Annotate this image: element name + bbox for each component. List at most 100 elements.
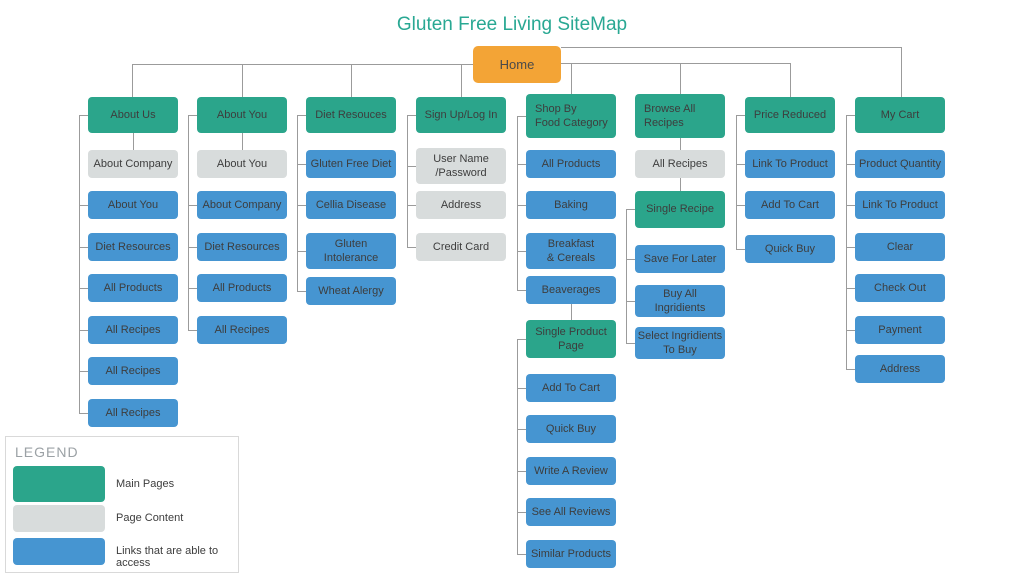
node-c7-price-reduced: Price Reduced <box>745 97 835 133</box>
node-c4-address: Address <box>416 191 506 219</box>
connector-line <box>517 339 526 340</box>
connector-line <box>736 249 745 250</box>
connector-line <box>736 205 745 206</box>
node-c8-payment: Payment <box>855 316 945 344</box>
node-c6-single-recipe: Single Recipe <box>635 191 725 228</box>
connector-line <box>846 369 855 370</box>
node-c4-sign-up-log-in: Sign Up/Log In <box>416 97 506 133</box>
node-c3-diet-resouces: Diet Resouces <box>306 97 396 133</box>
connector-line <box>846 247 855 248</box>
connector-line <box>790 63 791 97</box>
connector-line <box>680 63 681 94</box>
connector-line <box>242 133 243 150</box>
connector-line <box>79 413 88 414</box>
connector-line <box>297 115 298 291</box>
connector-line <box>846 205 855 206</box>
connector-line <box>351 64 352 97</box>
connector-line <box>297 251 306 252</box>
sitemap-title: Gluten Free Living SiteMap <box>396 14 628 35</box>
node-c8-link-to-product: Link To Product <box>855 191 945 219</box>
connector-line <box>680 138 681 150</box>
node-c8-clear: Clear <box>855 233 945 261</box>
connector-line <box>407 115 416 116</box>
connector-line <box>188 115 189 330</box>
connector-line <box>132 64 133 97</box>
connector-line <box>407 247 416 248</box>
node-c3-gluten-intolerance: Gluten Intolerance <box>306 233 396 269</box>
node-c6-buy-all-ingridients: Buy All Ingridients <box>635 285 725 317</box>
connector-line <box>571 63 572 94</box>
node-c6-save-for-later: Save For Later <box>635 245 725 273</box>
legend-label-main-pages: Main Pages <box>116 478 175 490</box>
connector-line <box>79 115 88 116</box>
node-c5-baking: Baking <box>526 191 616 219</box>
node-c7-link-to-product: Link To Product <box>745 150 835 178</box>
node-c7-add-to-cart: Add To Cart <box>745 191 835 219</box>
connector-line <box>461 64 462 97</box>
connector-line <box>79 371 88 372</box>
connector-line <box>407 166 416 167</box>
connector-line <box>133 133 134 150</box>
connector-line <box>188 205 197 206</box>
node-c6-select-ingridients-to-buy: Select Ingridients To Buy <box>635 327 725 359</box>
node-c2-diet-resources: Diet Resources <box>197 233 287 261</box>
node-c5-similar-products: Similar Products <box>526 540 616 568</box>
node-c7-quick-buy: Quick Buy <box>745 235 835 263</box>
node-c1-all-recipes-1: All Recipes <box>88 316 178 344</box>
legend-swatch-main-pages <box>13 466 105 502</box>
connector-line <box>517 290 526 291</box>
node-c4-credit-card: Credit Card <box>416 233 506 261</box>
connector-line <box>79 205 88 206</box>
node-c3-gluten-free-diet: Gluten Free Diet <box>306 150 396 178</box>
node-c5-quick-buy: Quick Buy <box>526 415 616 443</box>
node-c8-my-cart: My Cart <box>855 97 945 133</box>
connector-line <box>846 288 855 289</box>
node-c1-about-us: About Us <box>88 97 178 133</box>
node-c5-add-to-cart: Add To Cart <box>526 374 616 402</box>
node-c1-about-company: About Company <box>88 150 178 178</box>
node-c2-about-you: About You <box>197 97 287 133</box>
legend-title: LEGEND <box>15 444 79 460</box>
node-c3-cellia-disease: Cellia Disease <box>306 191 396 219</box>
legend-swatch-links <box>13 538 105 565</box>
connector-line <box>846 164 855 165</box>
connector-line <box>297 291 306 292</box>
connector-line <box>407 115 408 247</box>
connector-line <box>517 388 526 389</box>
connector-line <box>517 116 526 117</box>
connector-line <box>626 209 635 210</box>
legend-label-page-content: Page Content <box>116 512 184 524</box>
connector-line <box>297 164 306 165</box>
connector-line <box>571 304 572 320</box>
connector-line <box>626 259 635 260</box>
connector-line <box>297 115 306 116</box>
connector-line <box>846 330 855 331</box>
connector-line <box>517 512 526 513</box>
node-c4-username-password: User Name /Password <box>416 148 506 184</box>
connector-line <box>188 288 197 289</box>
node-c5-single-product-page: Single Product Page <box>526 320 616 358</box>
connector-line <box>517 429 526 430</box>
connector-line <box>188 115 197 116</box>
legend-label-links: Links that are able to access <box>116 545 219 569</box>
connector-line <box>736 115 737 249</box>
connector-line <box>517 116 518 290</box>
connector-line <box>242 64 243 97</box>
node-home: Home <box>473 46 561 83</box>
connector-line <box>517 205 526 206</box>
node-c5-beaverages: Beaverages <box>526 276 616 304</box>
connector-line <box>736 164 745 165</box>
connector-line <box>680 178 681 191</box>
connector-line <box>517 554 526 555</box>
connector-line <box>517 251 526 252</box>
node-c2-about-company: About Company <box>197 191 287 219</box>
node-c5-all-products: All Products <box>526 150 616 178</box>
connector-line <box>188 247 197 248</box>
connector-line <box>79 330 88 331</box>
connector-line <box>626 301 635 302</box>
node-c1-all-recipes-2: All Recipes <box>88 357 178 385</box>
connector-line <box>132 64 473 65</box>
node-c2-about-you-content: About You <box>197 150 287 178</box>
node-c8-check-out: Check Out <box>855 274 945 302</box>
